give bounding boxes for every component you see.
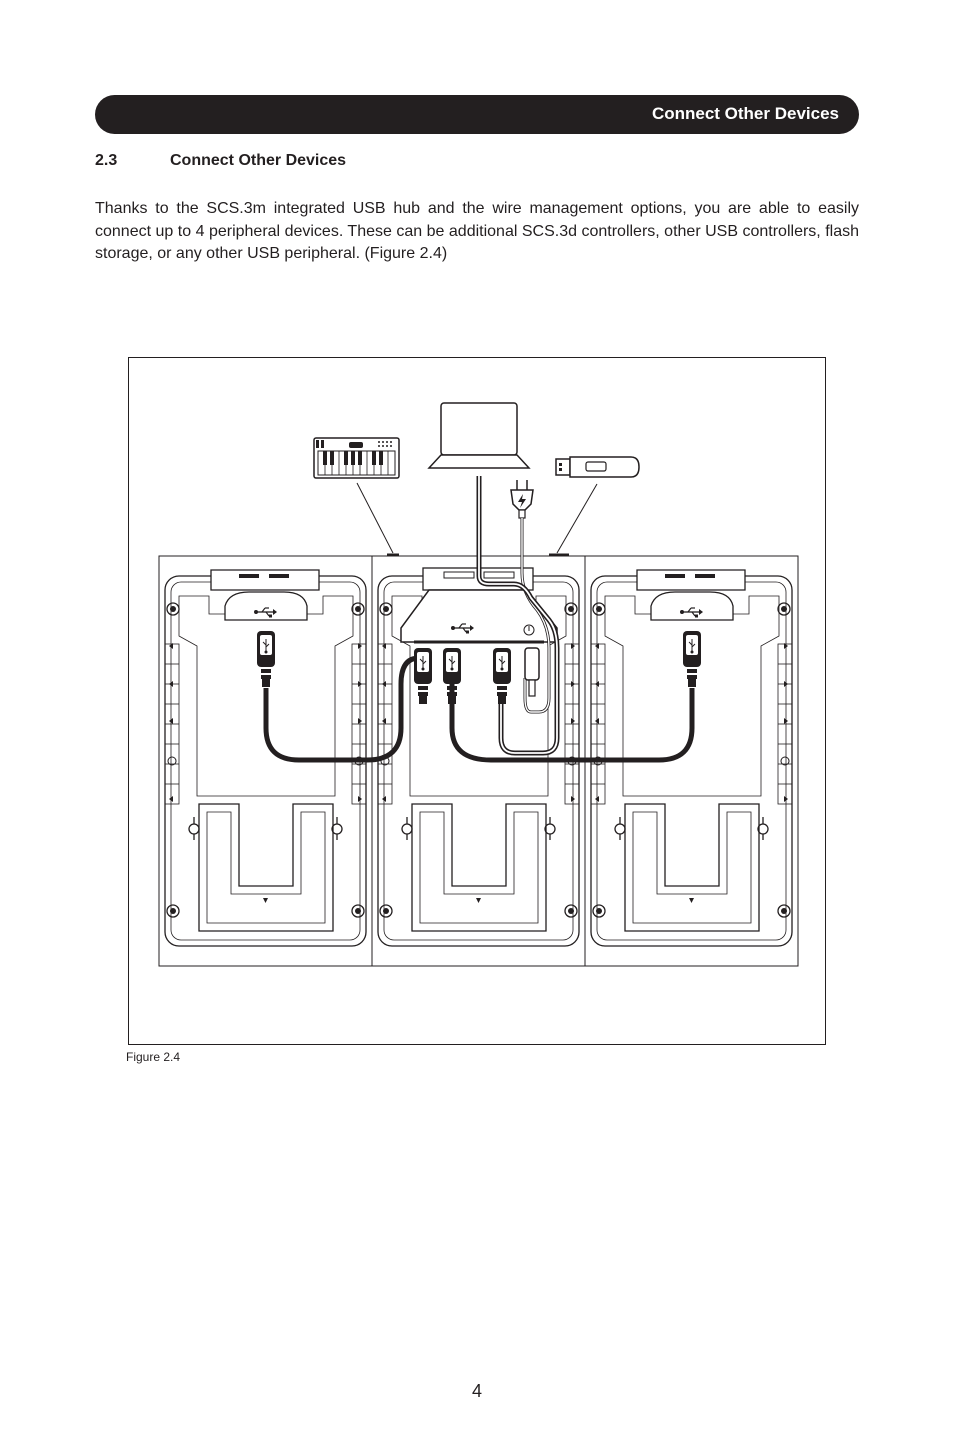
body-paragraph: Thanks to the SCS.3m integrated USB hub …	[95, 200, 859, 262]
page-number: 4	[471, 1381, 482, 1401]
header-bar: Connect Other Devices	[95, 95, 859, 134]
connection-diagram	[129, 402, 827, 1046]
section-heading: 2.3 Connect Other Devices	[95, 152, 346, 170]
center-usb-hub	[400, 567, 558, 644]
usb-flash-drive-icon	[555, 456, 640, 478]
right-usb-port	[636, 569, 746, 621]
figure-caption: Figure 2.4	[126, 1050, 181, 1064]
left-usb-port	[210, 569, 320, 621]
laptop-icon	[427, 402, 531, 469]
figure-2-4	[128, 357, 826, 1045]
section-number: 2.3	[95, 152, 118, 169]
power-plug-icon	[510, 480, 534, 519]
header-title: Connect Other Devices	[651, 104, 839, 123]
section-title: Connect Other Devices	[170, 152, 347, 169]
keyboard-icon	[313, 437, 400, 479]
